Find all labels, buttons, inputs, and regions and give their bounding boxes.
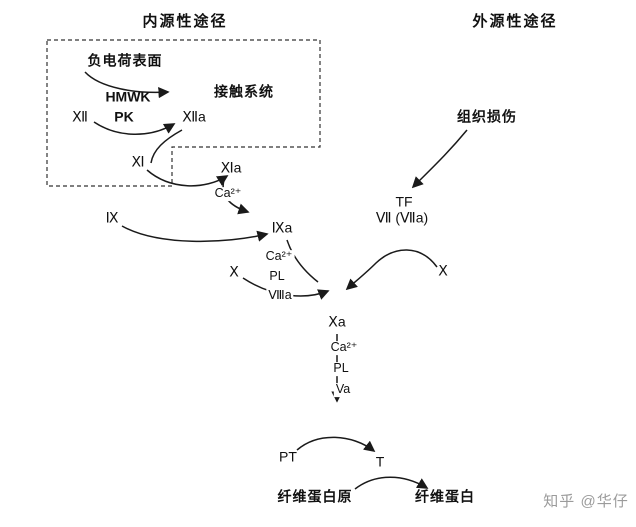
connector-xiia-down-icon — [150, 129, 183, 164]
factor-vii-viia-label: Ⅶ (Ⅶa) — [375, 209, 429, 226]
factor-x-right-label: Ⅹ — [438, 262, 448, 279]
factor-xa-label: Ⅹa — [328, 313, 346, 330]
prothrombin-label: PT — [279, 448, 297, 465]
factor-xi-label: Ⅺ — [131, 153, 145, 170]
intrinsic-pathway-title: 内源性途径 — [142, 12, 228, 30]
factor-ixa-label: Ⅸa — [271, 219, 293, 236]
arrow-fibrinogen-to-fibrin-icon — [354, 476, 429, 490]
arrow-surface-to-xiia-icon — [84, 71, 170, 99]
factor-viiia-label: Ⅷa — [266, 288, 294, 303]
arrow-xi-to-xia-icon — [146, 169, 229, 187]
connector-ixa-complex-icon — [286, 239, 319, 283]
arrow-tissue-injury-to-tf-icon — [411, 129, 468, 189]
factor-x-left-label: Ⅹ — [229, 263, 239, 280]
phospholipid-label-tenase: PL — [267, 269, 287, 284]
contact-system-dashed-box — [46, 39, 321, 187]
extrinsic-pathway-title: 外源性途径 — [472, 12, 558, 30]
arrow-x-right-to-xa-icon — [345, 249, 438, 291]
factor-va-label: Va — [333, 382, 353, 397]
factor-ix-label: Ⅸ — [105, 209, 119, 226]
contact-system-label: 接触系统 — [214, 83, 274, 100]
fibrin-label: 纤维蛋白 — [415, 488, 475, 505]
arrow-xii-to-xiia-icon — [93, 121, 176, 135]
negative-surface-label: 负电荷表面 — [87, 52, 163, 69]
thrombin-label: T — [375, 453, 385, 470]
calcium-label-tenase: Ca²⁺ — [263, 249, 295, 264]
phospholipid-label-prothrombinase: PL — [331, 361, 351, 376]
tissue-factor-label: TF — [395, 193, 413, 210]
arrow-ix-to-ixa-icon — [121, 225, 269, 243]
pk-label: PK — [114, 108, 134, 125]
factor-xia-label: Ⅺa — [220, 159, 242, 176]
hmwk-label: HMWK — [105, 88, 151, 105]
calcium-label-prothrombinase: Ca²⁺ — [328, 340, 360, 355]
tissue-injury-label: 组织损伤 — [457, 108, 517, 125]
factor-xiia-label: Ⅻa — [182, 108, 206, 125]
zhihu-watermark: 知乎 @华仔 — [543, 492, 629, 510]
factor-xii-label: Ⅻ — [72, 108, 88, 125]
arrow-pt-to-t-icon — [296, 436, 376, 453]
calcium-label-xi-step: Ca²⁺ — [212, 186, 244, 201]
fibrinogen-label: 纤维蛋白原 — [277, 488, 353, 505]
